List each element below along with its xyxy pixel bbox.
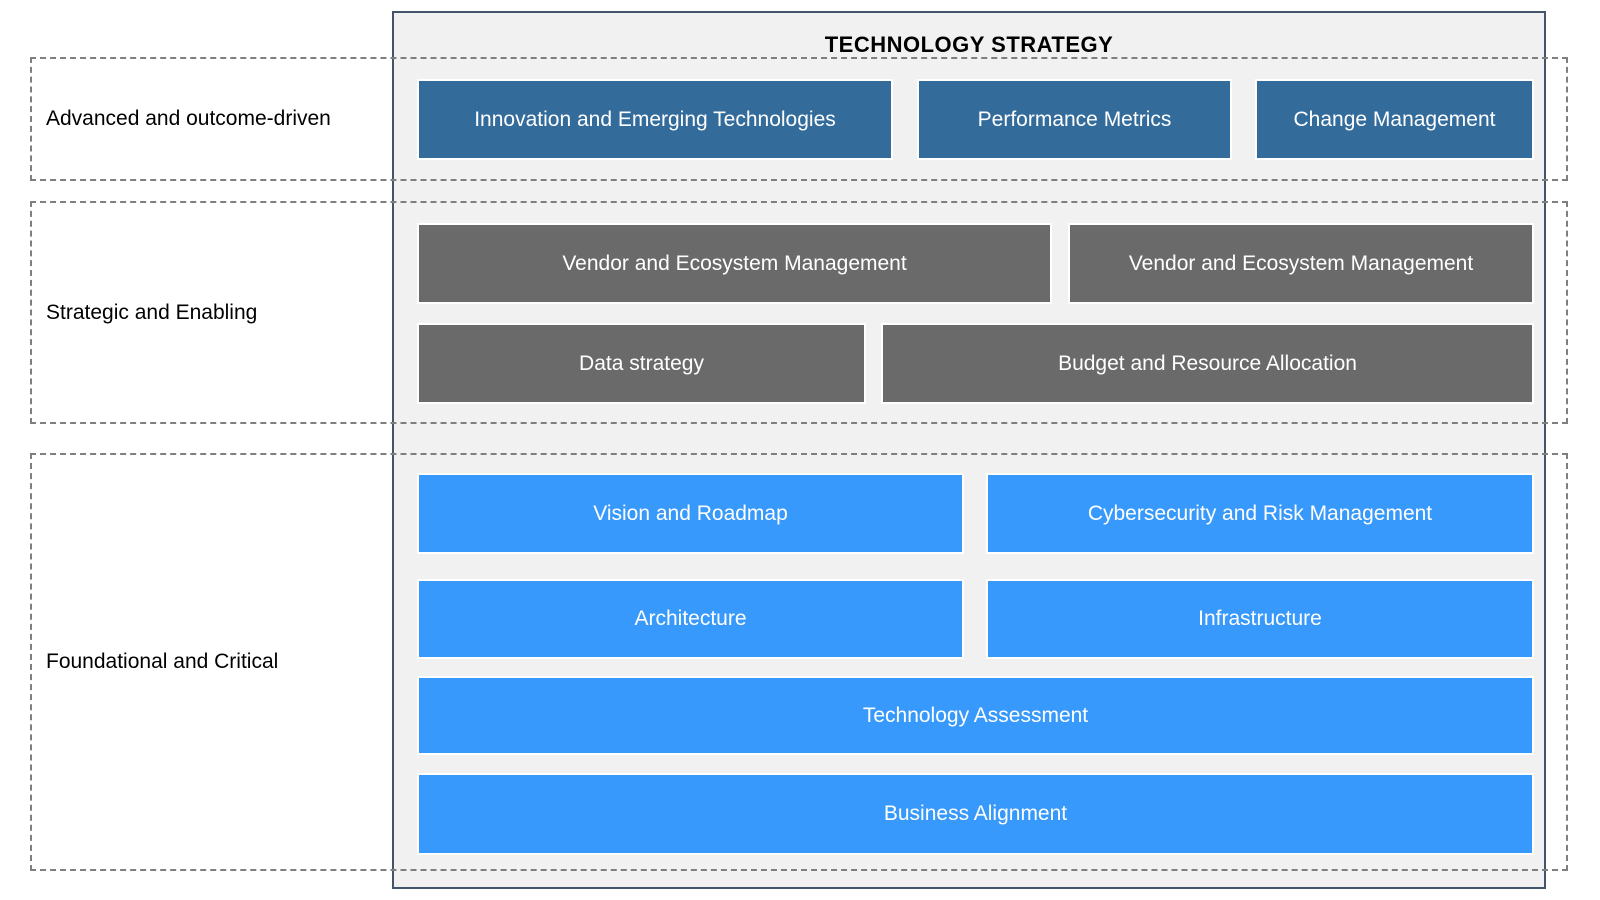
box-infrastructure: Infrastructure bbox=[986, 579, 1534, 659]
box-performance-metrics: Performance Metrics bbox=[917, 79, 1232, 160]
box-vendor-and-ecosystem-management-1: Vendor and Ecosystem Management bbox=[417, 223, 1052, 304]
tier-label-strategic: Strategic and Enabling bbox=[46, 300, 258, 324]
box-innovation-and-emerging-technologies: Innovation and Emerging Technologies bbox=[417, 79, 893, 160]
box-cybersecurity-and-risk-management: Cybersecurity and Risk Management bbox=[986, 473, 1534, 554]
box-technology-assessment: Technology Assessment bbox=[417, 676, 1534, 755]
box-vendor-and-ecosystem-management-2: Vendor and Ecosystem Management bbox=[1068, 223, 1534, 304]
tier-label-advanced: Advanced and outcome-driven bbox=[46, 107, 331, 130]
box-data-strategy: Data strategy bbox=[417, 323, 866, 404]
box-vision-and-roadmap: Vision and Roadmap bbox=[417, 473, 964, 554]
box-architecture: Architecture bbox=[417, 579, 964, 659]
tier-label-foundational: Foundational and Critical bbox=[46, 650, 279, 673]
box-change-management: Change Management bbox=[1255, 79, 1534, 160]
page-title: TECHNOLOGY STRATEGY bbox=[824, 32, 1114, 57]
box-business-alignment: Business Alignment bbox=[417, 773, 1534, 855]
box-budget-and-resource-allocation: Budget and Resource Allocation bbox=[881, 323, 1534, 404]
